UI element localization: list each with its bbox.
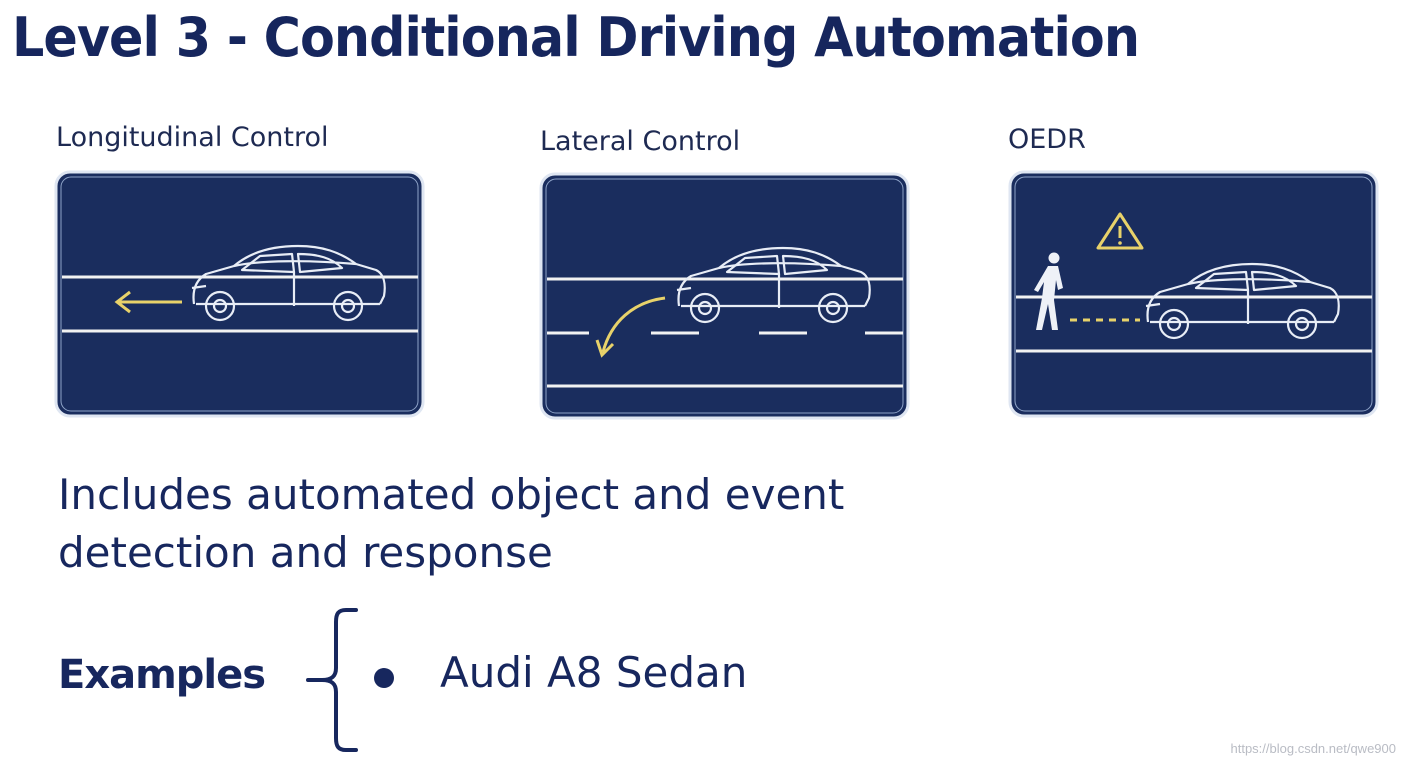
lateral-car-icon (539, 172, 910, 420)
description-line-1: Includes automated object and event (58, 470, 845, 519)
panel-label-longitudinal: Longitudinal Control (56, 122, 329, 153)
curly-brace-icon (306, 608, 358, 752)
panel-label-oedr: OEDR (1008, 124, 1086, 155)
pedestrian-icon (1034, 252, 1063, 330)
description-line-2: detection and response (58, 528, 553, 577)
watermark: https://blog.csdn.net/qwe900 (1230, 741, 1396, 756)
page-title: Level 3 - Conditional Driving Automation (12, 6, 1140, 69)
example-item: Audi A8 Sedan (440, 648, 748, 697)
panel-label-lateral: Lateral Control (540, 126, 741, 157)
longitudinal-car-icon (54, 170, 425, 418)
panel-longitudinal-control (54, 170, 425, 418)
bullet-icon (374, 668, 394, 688)
panel-oedr (1008, 170, 1379, 418)
warning-icon (1096, 212, 1144, 250)
examples-label: Examples (58, 652, 266, 698)
oedr-scene-icon (1008, 170, 1379, 418)
panel-lateral-control (539, 172, 910, 420)
description: Includes automated object and event dete… (58, 466, 844, 582)
